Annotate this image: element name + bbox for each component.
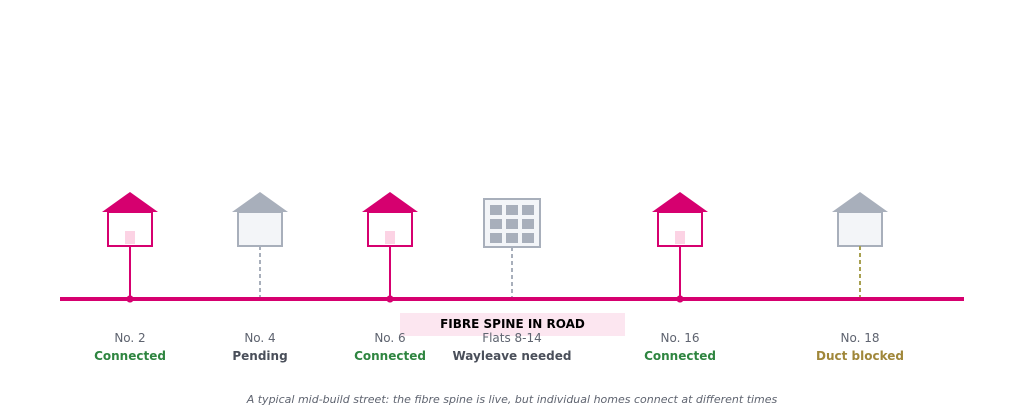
connection-node bbox=[676, 295, 684, 303]
connection-node bbox=[126, 295, 134, 303]
home-address-6: No. 18 bbox=[840, 331, 880, 345]
house-roof-icon bbox=[102, 192, 158, 212]
diagram-caption: A typical mid-build street: the fibre sp… bbox=[246, 393, 778, 406]
spine-label: FIBRE SPINE IN ROAD bbox=[440, 317, 585, 331]
home-status-4: Wayleave needed bbox=[452, 349, 572, 363]
house-door-icon bbox=[675, 231, 685, 244]
flats-window bbox=[522, 233, 534, 243]
home-status-5: Connected bbox=[644, 349, 716, 363]
flats-window bbox=[506, 219, 518, 229]
house-icon bbox=[237, 211, 283, 247]
home-address-4: Flats 8-14 bbox=[482, 331, 542, 345]
flats-window bbox=[490, 219, 502, 229]
home-address-3: No. 6 bbox=[374, 331, 406, 345]
house-roof-icon bbox=[832, 192, 888, 212]
home-status-1: Connected bbox=[94, 349, 166, 363]
flats-window bbox=[506, 205, 518, 215]
house-roof-icon bbox=[652, 192, 708, 212]
home-status-2: Pending bbox=[232, 349, 288, 363]
connection-node bbox=[386, 295, 394, 303]
house-roof-icon bbox=[232, 192, 288, 212]
flats-window bbox=[490, 233, 502, 243]
flats-window bbox=[522, 219, 534, 229]
flats-window bbox=[522, 205, 534, 215]
home-status-6: Duct blocked bbox=[816, 349, 904, 363]
flats-window bbox=[506, 233, 518, 243]
house-door-icon bbox=[125, 231, 135, 244]
house-door-icon bbox=[385, 231, 395, 244]
home-status-3: Connected bbox=[354, 349, 426, 363]
home-address-2: No. 4 bbox=[244, 331, 276, 345]
house-roof-icon bbox=[362, 192, 418, 212]
house-icon bbox=[837, 211, 883, 247]
home-address-1: No. 2 bbox=[114, 331, 146, 345]
home-address-5: No. 16 bbox=[660, 331, 700, 345]
spine-label-bg bbox=[400, 313, 625, 336]
house-icon bbox=[657, 211, 703, 247]
flats-window bbox=[490, 205, 502, 215]
